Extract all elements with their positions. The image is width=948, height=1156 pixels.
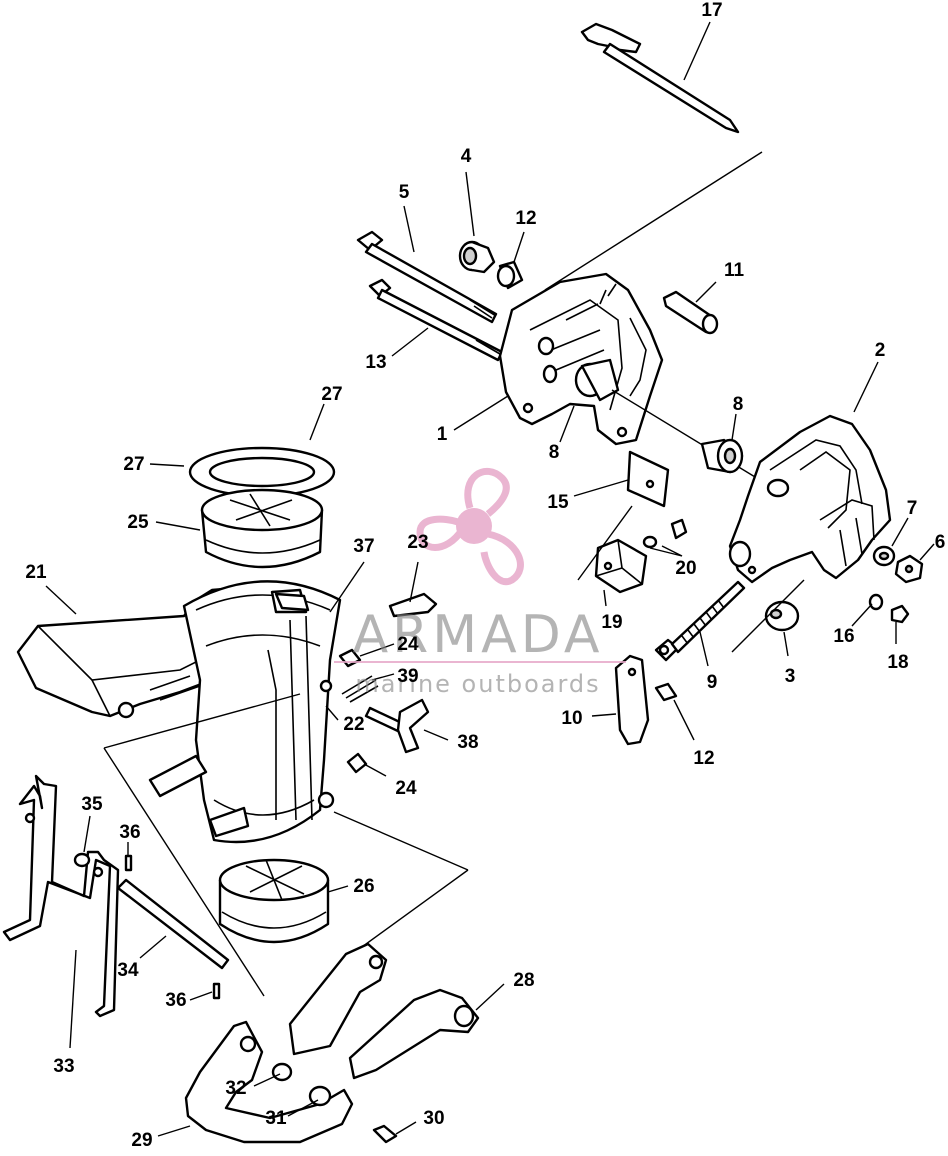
part-label-13: 12: [515, 208, 536, 229]
cotter-pin-drawing: [124, 854, 133, 872]
part-drawings: [2, 22, 924, 1144]
stern-bracket-drawing: [2, 774, 120, 1018]
spring-drawing: [341, 675, 379, 703]
part-label-23: 23: [407, 532, 428, 553]
part-label-4: 4: [461, 146, 472, 167]
part-label-38: 38: [457, 732, 478, 753]
part-label-34: 34: [117, 960, 139, 981]
small-nut-drawing: [890, 604, 910, 624]
part-label-24-top: 24: [397, 634, 419, 655]
part-label-25: 25: [127, 512, 149, 533]
upper-mount-drawing: [200, 488, 324, 569]
side-bolt-drawing: [388, 592, 438, 618]
long-bolt-drawing: [356, 230, 498, 324]
part-label-3: 3: [785, 666, 796, 687]
part-label-17: 18: [887, 652, 908, 673]
part-label-7: 7: [907, 498, 918, 519]
part-label-28: 28: [513, 970, 534, 991]
part-label-30: 30: [423, 1108, 444, 1129]
clamp-bracket-drawing: [498, 272, 664, 446]
part-label-14: 13: [365, 352, 386, 373]
small-screw-drawing: [642, 518, 688, 549]
part-label-12: 11: [724, 260, 745, 281]
part-label-20: 20: [675, 558, 696, 579]
part-label-39: 39: [397, 666, 418, 687]
part-label-32: 32: [225, 1078, 246, 1099]
tilt-pin-drawing: [580, 22, 740, 134]
part-label-26: 26: [353, 876, 374, 897]
part-label-1: 1: [437, 424, 448, 445]
part-label-31: 31: [265, 1108, 287, 1129]
sleeve-drawing: [496, 260, 524, 290]
part-label-18: 17: [701, 0, 722, 21]
lever-drawing: [614, 654, 650, 746]
retaining-ring-drawing: [308, 1085, 332, 1107]
part-label-8-right: 8: [733, 394, 744, 415]
part-label-16: 16: [833, 626, 854, 647]
small-pin-drawing: [654, 682, 678, 702]
bushing-drawing: [458, 240, 496, 274]
part-label-27-top: 27: [321, 384, 342, 405]
part-label-36-top: 36: [119, 822, 140, 843]
bottom-bolt-drawing: [372, 1124, 398, 1144]
clip-drawing: [73, 852, 91, 868]
part-label-2: 2: [875, 340, 886, 361]
part-label-9: 9: [707, 672, 718, 693]
part-label-15: 15: [547, 492, 569, 513]
watermark-brand: ARMADA: [353, 605, 604, 665]
part-labels: 17 4 5 12 11 13 2 1 8 8 27 27 25 15 7 6 …: [25, 0, 945, 1151]
pivot-pin-drawing: [662, 290, 719, 335]
propeller-logo-icon: [416, 467, 524, 586]
part-label-10: 10: [561, 708, 582, 729]
watermark: ARMADA marine outboards: [334, 467, 626, 698]
rod-drawing: [116, 878, 230, 970]
part-label-5: 5: [399, 182, 410, 203]
part-label-21: 21: [25, 562, 47, 583]
tab-drawing: [274, 592, 310, 612]
leader-lines: [45, 21, 935, 1137]
part-label-24-bottom: 24: [395, 778, 417, 799]
part-label-11: 12: [693, 748, 714, 769]
top-ring-drawing: [188, 446, 336, 498]
part-label-37: 37: [353, 536, 374, 557]
swivel-bracket-drawing: [728, 414, 892, 584]
lock-block-drawing: [594, 538, 648, 594]
part-label-27-left: 27: [123, 454, 144, 475]
tension-rod-drawing: [654, 580, 746, 662]
flanged-bushing-drawing: [700, 438, 744, 474]
part-label-35: 35: [81, 794, 103, 815]
bottom-yoke-drawing: [184, 1020, 354, 1144]
lower-mount-drawing: [218, 858, 330, 944]
part-label-19: 19: [601, 612, 622, 633]
lock-plate-drawing: [626, 450, 670, 508]
part-label-22: 22: [343, 714, 364, 735]
part-label-29: 29: [131, 1130, 152, 1151]
short-bolt-drawing: [368, 278, 504, 362]
part-label-6: 6: [935, 532, 946, 553]
part-label-33: 33: [53, 1056, 74, 1077]
part-label-36-bottom: 36: [165, 990, 186, 1011]
wing-screw-drawing: [364, 698, 430, 754]
small-washer-drawing: [868, 593, 884, 611]
support-arm-drawing: [288, 942, 480, 1080]
part-label-8-left: 8: [549, 442, 560, 463]
watermark-tagline: marine outboards: [355, 670, 600, 698]
